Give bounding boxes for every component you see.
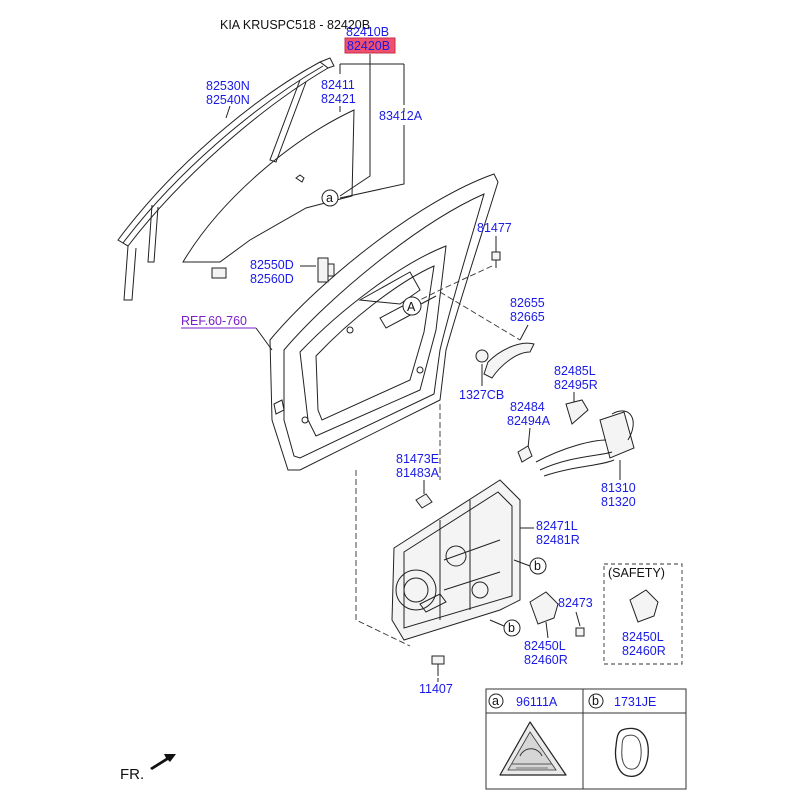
clip-82484 [517, 445, 533, 463]
part-81477[interactable]: 81477 [477, 221, 512, 235]
label-sticker-96111a [499, 721, 567, 776]
dash-81477 [419, 265, 493, 301]
part-82665[interactable]: 82665 [510, 310, 545, 324]
dash-left-guide [355, 470, 411, 647]
part-82540n[interactable]: 82540N [206, 93, 250, 107]
part-82530n[interactable]: 82530N [206, 79, 250, 93]
door-glass [182, 109, 355, 279]
part-82494a[interactable]: 82494A [507, 414, 551, 428]
door-latch-81310 [535, 410, 635, 477]
motor-safety [629, 589, 659, 623]
callout-A-label: A [407, 300, 416, 314]
seal-1731je [614, 727, 649, 778]
part-82481r[interactable]: 82481R [536, 533, 580, 547]
part-82450l[interactable]: 82450L [524, 639, 566, 653]
leader-82450l [545, 621, 549, 639]
highlight-box [344, 37, 396, 54]
part-82421[interactable]: 82421 [321, 92, 356, 106]
leader-82655 [519, 324, 529, 341]
window-regulator-module [391, 479, 521, 641]
bolt-82473 [575, 627, 585, 637]
legend-a-circle [488, 693, 504, 709]
safety-label-bg [606, 566, 672, 580]
callout-b-label-2: b [508, 621, 515, 635]
part-82655[interactable]: 82655 [510, 296, 545, 310]
part-83412a[interactable]: 83412A [379, 109, 423, 123]
callout-a-circle [321, 189, 339, 207]
legend-b-letter: b [592, 694, 599, 708]
part-82495r[interactable]: 82495R [554, 378, 598, 392]
callout-a-label: a [326, 191, 333, 205]
bracket-glass-assy [339, 54, 405, 105]
callout-b-circle-2 [503, 619, 521, 637]
latch-bracket-82485l [565, 399, 589, 425]
part-81320[interactable]: 81320 [601, 495, 636, 509]
part-82450l-safety[interactable]: 82450L [622, 630, 664, 644]
bolt-81477 [491, 251, 501, 268]
handle-bracket [483, 342, 535, 379]
legend-b-circle [588, 693, 604, 709]
part-82411[interactable]: 82411 [321, 78, 355, 92]
legend-table [485, 688, 687, 790]
safety-box [603, 563, 683, 665]
door-frame [269, 173, 499, 471]
leader-callout-b-1 [513, 559, 531, 567]
part-82560d[interactable]: 82560D [250, 272, 294, 286]
leader-83412a-to-a [339, 125, 405, 199]
part-82460r[interactable]: 82460R [524, 653, 568, 667]
part-82550d-shape [317, 257, 335, 283]
safety-label: (SAFETY) [608, 566, 665, 580]
leader-82484 [527, 427, 531, 449]
part-1327cb[interactable]: 1327CB [459, 388, 504, 402]
part-82485l[interactable]: 82485L [554, 364, 596, 378]
part-81310[interactable]: 81310 [601, 481, 636, 495]
leader-callout-b-2 [489, 619, 505, 627]
part-82471l[interactable]: 82471L [536, 519, 578, 533]
motor-82450l [529, 591, 559, 625]
bolt-11407 [431, 655, 445, 676]
direction-label: FR. [120, 766, 144, 783]
leader-callout-A [420, 295, 437, 305]
part-82460r-safety[interactable]: 82460R [622, 644, 666, 658]
leader-callout-a-glass [339, 64, 371, 197]
part-11407[interactable]: 11407 [419, 682, 453, 696]
part-82484[interactable]: 82484 [510, 400, 545, 414]
glass-run-channel [117, 57, 335, 301]
part-82410b[interactable]: 82410B [346, 25, 389, 39]
callout-A-circle [402, 296, 422, 316]
part-81483a[interactable]: 81483A [396, 466, 440, 480]
part-82473[interactable]: 82473 [558, 596, 593, 610]
legend-b-code[interactable]: 1731JE [614, 695, 656, 709]
grommet-1327cb [475, 349, 489, 363]
part-82420b-highlighted[interactable]: 82420B [347, 39, 390, 53]
leader-82530n [225, 105, 231, 119]
legend-a-letter: a [492, 694, 499, 708]
ref-label[interactable]: REF.60-760 [181, 314, 247, 328]
legend-a-code[interactable]: 96111A [516, 695, 558, 709]
callout-b-label-1: b [534, 559, 541, 573]
leader-82473 [575, 611, 581, 627]
striker-81473e [415, 493, 433, 509]
leader-ref [255, 327, 273, 351]
part-81473e[interactable]: 81473E [396, 452, 439, 466]
dash-handle [439, 291, 521, 341]
front-arrow-icon [150, 754, 176, 770]
part-82550d[interactable]: 82550D [250, 258, 294, 272]
diagram-title: KIA KRUSPC518 - 82420B [220, 18, 370, 32]
